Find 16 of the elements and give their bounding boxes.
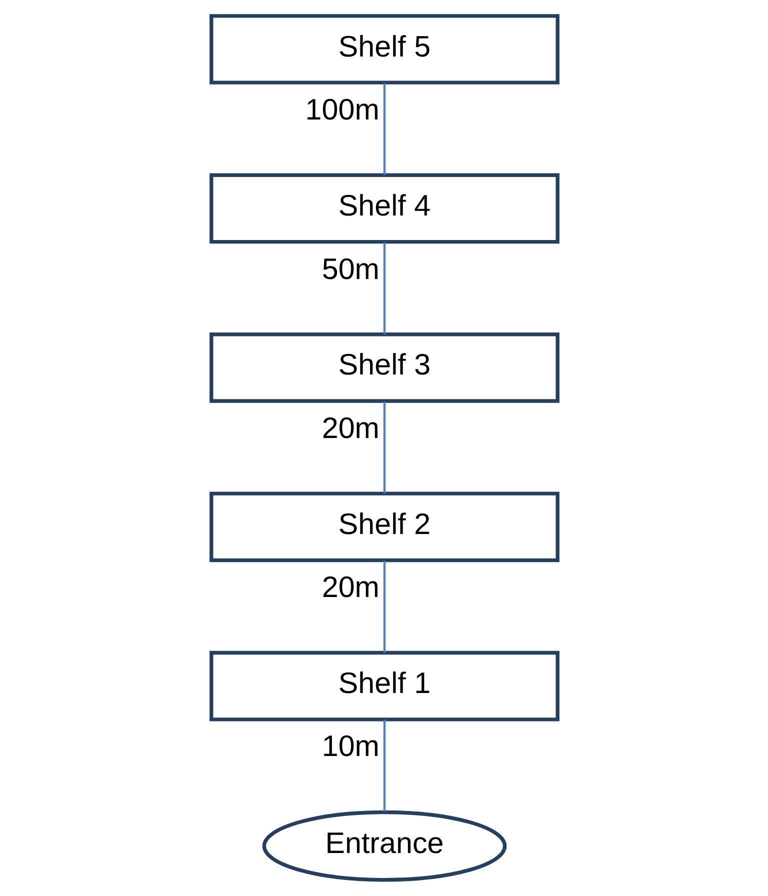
node-ellipse: Entrance <box>262 810 506 882</box>
node-box: Shelf 2 <box>209 492 559 562</box>
edge-label: 50m <box>321 252 379 286</box>
node-box: Shelf 4 <box>209 173 559 244</box>
node-box: Shelf 3 <box>209 332 559 403</box>
connector <box>382 83 386 175</box>
connector <box>382 242 386 334</box>
node-box: Shelf 1 <box>209 650 559 722</box>
edge-label: 100m <box>304 94 379 127</box>
connector <box>382 402 386 494</box>
edge-label: 20m <box>321 412 379 446</box>
edge-label: 10m <box>321 730 379 763</box>
edge-label: 20m <box>321 571 379 604</box>
node-box: Shelf 5 <box>209 14 559 84</box>
connector <box>382 560 386 653</box>
connector <box>382 720 386 812</box>
